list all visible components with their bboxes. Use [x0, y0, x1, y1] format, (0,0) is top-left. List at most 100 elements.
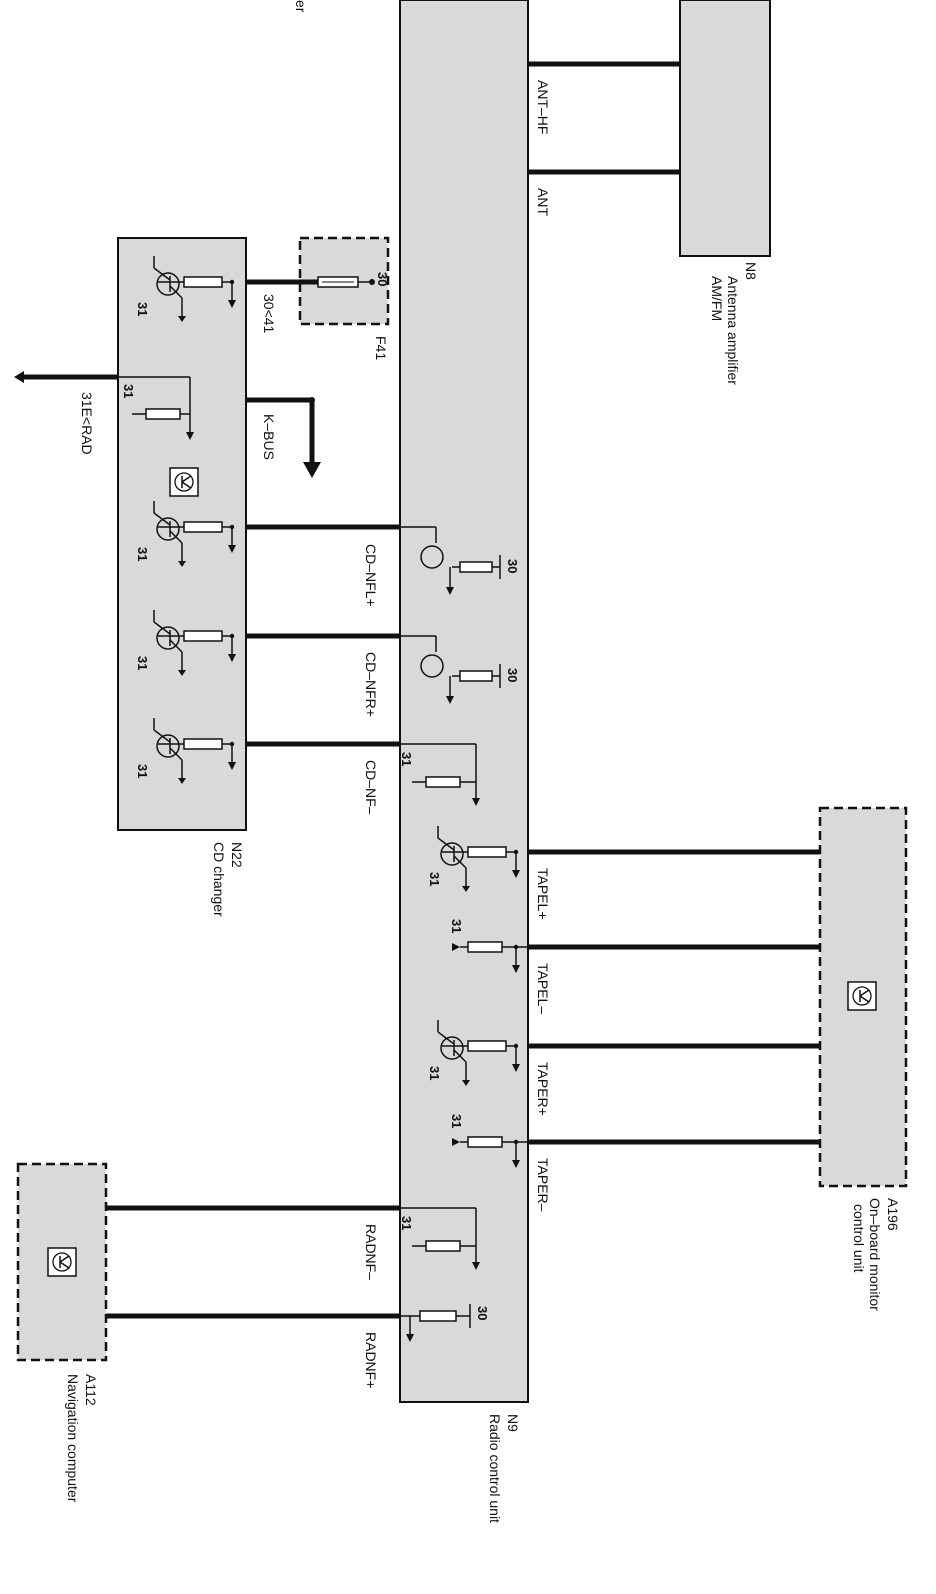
transistor-stage-taper-plus — [437, 1020, 520, 1086]
transistor-stage-cd-30 — [153, 256, 236, 322]
tape-ground-stage-taper-minus — [452, 1136, 528, 1168]
transistor-collector — [437, 1031, 455, 1045]
amplifier-emitter — [181, 481, 192, 489]
transistor-collector — [153, 729, 171, 743]
ground-arrow-icon — [512, 870, 520, 878]
n8-name-line1: Antenna amplifier — [725, 276, 741, 385]
terminal-31-label: 31 — [121, 384, 136, 398]
ground-arrow-icon — [452, 943, 460, 951]
amplifier-collector — [859, 989, 870, 997]
resistor-icon — [467, 846, 507, 858]
transistor-stage-cd-nfl — [153, 501, 236, 567]
terminal-31-label: 31 — [449, 919, 464, 933]
signal-radnf-minus: RADNF– — [363, 1224, 379, 1280]
transistor-icon — [420, 654, 444, 678]
terminal-31-label: 31 — [135, 547, 150, 561]
ground-arrow-icon — [228, 762, 236, 770]
fuse-icon — [317, 276, 375, 288]
ground-arrow-icon — [472, 1262, 480, 1270]
resistor-input-cd-nf-minus — [400, 743, 480, 806]
radio-control-unit-box — [399, 0, 529, 1403]
signal-tapel-plus: TAPEL+ — [535, 868, 551, 920]
cd-ground-stage — [118, 376, 194, 440]
ground-arrow-icon — [14, 371, 24, 383]
n22-code: N22 — [229, 842, 245, 868]
a112-code: A112 — [83, 1374, 99, 1406]
a196-name-line2: control unit — [851, 1204, 867, 1273]
resistor-icon — [467, 1136, 503, 1148]
terminal-t31-label: 31 — [399, 1216, 414, 1230]
tape-ground-stage-tapel-minus — [452, 941, 528, 973]
radio-input-stage-radio-nfl — [400, 526, 501, 595]
ground-arrow-icon — [452, 1138, 460, 1146]
antenna-amplifier-box — [679, 0, 771, 257]
terminal-30-label: 30 — [505, 668, 520, 682]
signal-k-bus: K–BUS — [261, 414, 277, 460]
transistor-collector — [153, 512, 171, 526]
k-bus-arrow-icon — [303, 462, 321, 478]
resistor-icon — [183, 630, 223, 642]
terminal-31-label: 31 — [135, 656, 150, 670]
n9-name: Radio control unit — [487, 1414, 503, 1523]
transistor-icon — [156, 517, 180, 541]
transistor-icon — [156, 272, 180, 296]
transistor-emitter — [453, 1049, 467, 1063]
terminal-t31-label: 31 — [399, 752, 414, 766]
ground-arrow-icon — [446, 696, 454, 704]
ground-arrow-icon — [228, 654, 236, 662]
amplifier-collector — [181, 475, 192, 483]
amplifier-symbol-icon — [169, 467, 199, 497]
ground-arrow-icon — [462, 886, 470, 892]
ground-arrow-icon — [178, 561, 186, 567]
transistor-collector — [153, 621, 171, 635]
signal-30-41: 30<41 — [261, 294, 277, 334]
resistor-input-radnf-plus — [400, 1304, 471, 1342]
amplifier-emitter — [859, 995, 870, 1003]
transistor-emitter — [169, 747, 183, 761]
n22-name: CD changer — [211, 842, 227, 917]
ground-arrow-icon — [462, 1080, 470, 1086]
truncated-label: er — [293, 0, 309, 13]
ground-arrow-icon — [512, 1064, 520, 1072]
a196-code: A196 — [885, 1198, 901, 1231]
transistor-icon — [440, 842, 464, 866]
terminal-31-label: 31 — [427, 1066, 442, 1080]
terminal-31-label: 31 — [135, 302, 150, 316]
amplifier-collector — [59, 1255, 70, 1263]
signal-tapel-minus: TAPEL– — [535, 963, 551, 1014]
transistor-icon — [440, 1036, 464, 1060]
amplifier-symbol-icon — [847, 981, 877, 1011]
ground-arrow-icon — [186, 432, 194, 440]
n9-code: N9 — [505, 1414, 521, 1432]
f41-code: F41 — [373, 336, 389, 360]
ground-arrow-icon — [228, 300, 236, 308]
signal-taper-plus: TAPER+ — [535, 1062, 551, 1116]
terminal-31-label: 31 — [449, 1114, 464, 1128]
resistor-icon — [459, 561, 493, 573]
resistor-icon — [145, 408, 181, 420]
cd-changer-box — [117, 237, 247, 831]
terminal-30-label: 30 — [475, 1306, 490, 1320]
n8-code: N8 — [743, 262, 759, 280]
transistor-stage-cd-nfr — [153, 610, 236, 676]
ground-arrow-icon — [228, 545, 236, 553]
amplifier-symbol-icon — [47, 1247, 77, 1277]
resistor-icon — [183, 738, 223, 750]
transistor-stage-tapel-plus — [437, 826, 520, 892]
amplifier-emitter — [59, 1261, 70, 1269]
ground-arrow-icon — [178, 670, 186, 676]
amplifier-circle — [174, 472, 194, 492]
signal-ant-hf: ANT–HF — [535, 80, 551, 134]
resistor-icon — [425, 1240, 461, 1252]
transistor-emitter — [453, 855, 467, 869]
a112-name: Navigation computer — [65, 1374, 81, 1503]
ground-arrow-icon — [446, 587, 454, 595]
transistor-emitter — [169, 285, 183, 299]
transistor-icon — [156, 626, 180, 650]
transistor-icon — [420, 545, 444, 569]
signal-taper-minus: TAPER– — [535, 1158, 551, 1212]
resistor-icon — [467, 1040, 507, 1052]
transistor-icon — [156, 734, 180, 758]
ground-arrow-icon — [178, 316, 186, 322]
